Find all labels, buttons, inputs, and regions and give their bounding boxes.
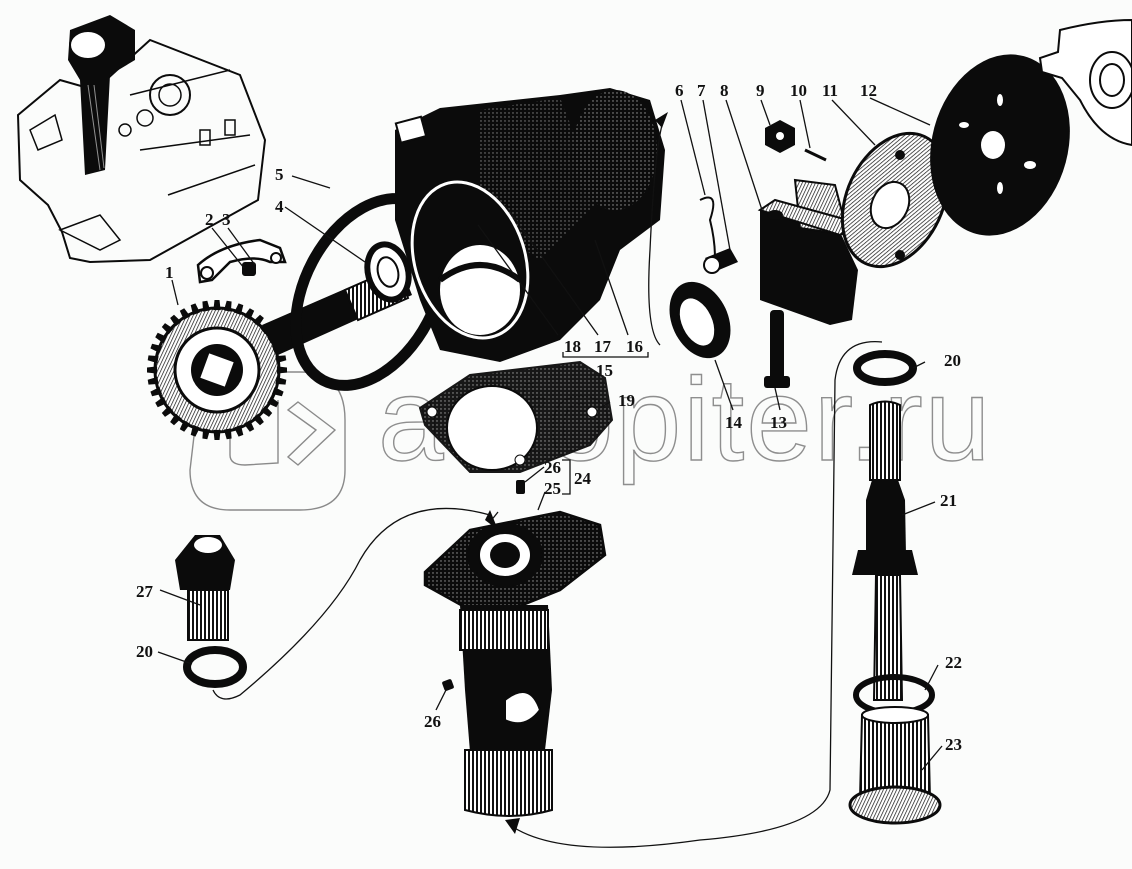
part-10-cotter-pin <box>804 148 827 162</box>
gear-tooth <box>234 425 244 437</box>
part-27-pinion-gear <box>175 535 235 641</box>
part-8-clamp-block <box>757 178 858 325</box>
callout-6: 6 <box>675 81 684 100</box>
gear-tooth <box>223 300 232 312</box>
watermark-chevron-icon <box>286 401 337 466</box>
part-15-main-housing <box>394 88 665 362</box>
gear-tooth <box>213 300 221 311</box>
callout-27: 27 <box>136 582 154 601</box>
callout-22: 22 <box>945 653 962 672</box>
gear-tooth <box>161 405 174 417</box>
gear-tooth <box>150 387 162 397</box>
gear-tooth <box>147 376 159 385</box>
gear-tooth <box>161 323 174 335</box>
callout-17: 17 <box>594 337 612 356</box>
callout-labels: 1 2 3 4 5 6 7 8 9 10 11 12 13 14 15 16 1… <box>136 81 962 754</box>
callout-20-upper: 20 <box>944 351 961 370</box>
callout-12: 12 <box>860 81 877 100</box>
gear-tooth <box>147 355 159 364</box>
part-14-oil-seal <box>669 281 731 359</box>
callout-24: 24 <box>574 469 592 488</box>
part-12-pressure-plate <box>930 54 1070 236</box>
callout-20-lower: 20 <box>136 642 153 661</box>
callout-1: 1 <box>165 263 174 282</box>
gear-tooth <box>170 413 182 426</box>
gear-tooth <box>234 303 244 315</box>
callout-8: 8 <box>720 81 729 100</box>
part-13-bolt <box>764 310 790 388</box>
callout-18: 18 <box>564 337 581 356</box>
adjacent-clutch-cover <box>1038 18 1132 147</box>
gear-tooth <box>276 366 287 374</box>
callout-2: 2 <box>205 210 214 229</box>
part-4-bearing-flange <box>364 241 412 303</box>
part-11-friction-disc <box>840 131 950 269</box>
part-6-sensor-wire <box>699 196 716 259</box>
callout-7: 7 <box>697 81 706 100</box>
gear-tooth <box>155 332 167 344</box>
callout-25: 25 <box>544 479 561 498</box>
gear-tooth <box>179 420 191 432</box>
tractor-gearbox-housing <box>16 15 267 264</box>
callout-19: 19 <box>618 391 635 410</box>
callout-11: 11 <box>822 81 838 100</box>
gear-tooth <box>202 300 211 312</box>
part-2-3-shift-fork <box>196 238 287 284</box>
gear-tooth <box>243 420 255 432</box>
gear-tooth <box>252 413 264 426</box>
part-20-thrust-washer-lower <box>183 646 247 688</box>
assembly-flow-arrows <box>212 112 883 848</box>
callout-5: 5 <box>275 165 284 184</box>
gear-tooth <box>170 314 182 327</box>
gear-tooth <box>179 308 191 320</box>
callout-15: 15 <box>596 361 613 380</box>
gear-tooth <box>275 355 287 364</box>
part-21-drive-shaft <box>852 400 918 701</box>
part-26-plug <box>442 679 454 691</box>
callout-26-lower: 26 <box>424 712 441 731</box>
gear-tooth <box>267 396 279 408</box>
gear-tooth <box>260 405 273 417</box>
gear-tooth <box>275 376 287 385</box>
callout-26-upper: 26 <box>544 458 561 477</box>
part-23-gear-sleeve <box>848 706 942 825</box>
gear-tooth <box>243 308 255 320</box>
callout-13: 13 <box>770 413 787 432</box>
callout-10: 10 <box>790 81 807 100</box>
gear-tooth <box>190 303 200 315</box>
gear-tooth <box>213 429 221 440</box>
callout-9: 9 <box>756 81 765 100</box>
gear-tooth <box>252 314 264 327</box>
gear-tooth <box>155 396 167 408</box>
callout-3: 3 <box>222 210 231 229</box>
part-25-pin <box>516 480 525 494</box>
callout-16: 16 <box>626 337 643 356</box>
callout-14: 14 <box>725 413 743 432</box>
callout-4: 4 <box>275 197 284 216</box>
gear-tooth <box>147 366 158 374</box>
part-19-flange-gasket <box>418 360 614 473</box>
gear-tooth <box>202 428 211 440</box>
watermark-logo-inner <box>229 400 279 466</box>
part-9-hex-nut <box>765 120 795 153</box>
gear-tooth <box>150 343 162 353</box>
gear-tooth <box>272 387 284 397</box>
part-24-pto-housing <box>423 510 607 817</box>
gear-tooth <box>223 428 232 440</box>
gear-tooth <box>190 425 200 437</box>
part-7-bolt <box>703 248 738 274</box>
callout-23: 23 <box>945 735 962 754</box>
callout-leaders <box>157 97 943 771</box>
callout-21: 21 <box>940 491 957 510</box>
